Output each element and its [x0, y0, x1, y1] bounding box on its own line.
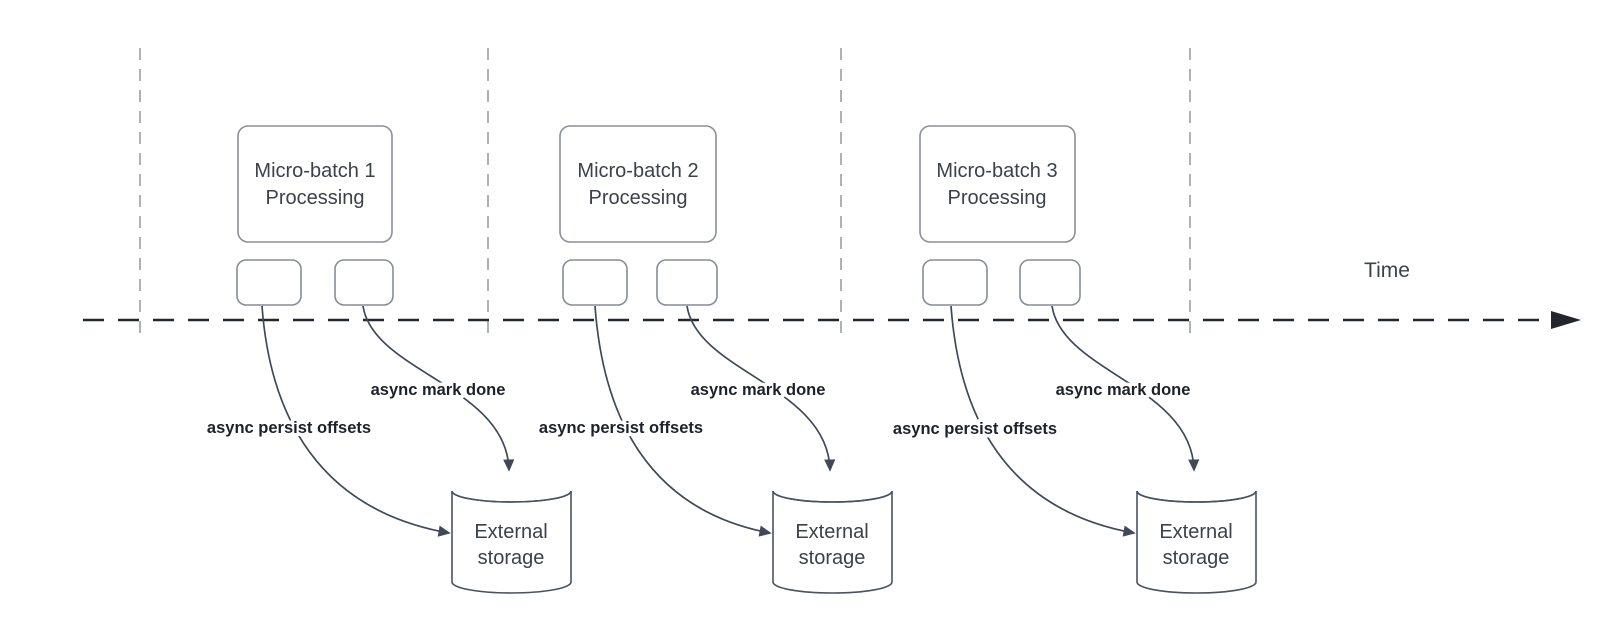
micro-batch-title-line1: Micro-batch 3: [936, 160, 1057, 182]
micro-batch-title-line2: Processing: [266, 187, 365, 209]
mark-done-arrow: [1051, 305, 1200, 472]
storage-label-line2: storage: [799, 547, 866, 569]
micro-batch-box: [237, 125, 393, 243]
time-axis: Time: [83, 259, 1581, 329]
storage-label-line1: External: [795, 521, 868, 543]
micro-batch-box: [559, 125, 717, 243]
cylinder-rim: [772, 490, 893, 503]
cylinder-rim: [451, 490, 572, 503]
external-storage-cylinder: External storage: [772, 490, 893, 594]
mark-done-arrow: [362, 305, 515, 472]
persist-offsets-label: async persist offsets: [207, 419, 371, 437]
persist-offsets-arrow: [950, 305, 1136, 537]
external-storage-cylinder: External storage: [451, 490, 572, 594]
mark-done-label: async mark done: [371, 381, 506, 399]
storage-label-line1: External: [474, 521, 547, 543]
persist-offsets-task-box: [562, 259, 628, 306]
mark-done-arrow: [686, 305, 836, 472]
persist-offsets-label: async persist offsets: [893, 420, 1057, 438]
mark-done-task-box: [334, 259, 394, 306]
external-storage-cylinder: External storage: [1136, 490, 1257, 594]
section-microbatch-3: Micro-batch 3 Processing async persist o…: [889, 125, 1257, 594]
storage-label-line2: storage: [478, 547, 545, 569]
persist-offsets-task-box: [922, 259, 988, 306]
persist-offsets-arrow: [261, 305, 451, 537]
mark-done-task-box: [656, 259, 718, 306]
storage-label-line1: External: [1159, 521, 1232, 543]
cylinder-rim: [1136, 490, 1257, 503]
micro-batch-title-line1: Micro-batch 2: [577, 160, 698, 182]
micro-batch-box: [919, 125, 1076, 243]
mark-done-label: async mark done: [1056, 381, 1191, 399]
persist-offsets-task-box: [236, 259, 302, 306]
storage-label-line2: storage: [1163, 547, 1230, 569]
section-microbatch-2: Micro-batch 2 Processing async persist o…: [535, 125, 893, 594]
persist-offsets-label: async persist offsets: [539, 419, 703, 437]
section-microbatch-1: Micro-batch 1 Processing async persist o…: [203, 125, 572, 594]
mark-done-task-box: [1019, 259, 1081, 306]
time-axis-arrowhead-icon: [1551, 311, 1581, 329]
micro-batch-title-line2: Processing: [948, 187, 1047, 209]
mark-done-label: async mark done: [691, 381, 826, 399]
micro-batch-title-line2: Processing: [589, 187, 688, 209]
time-axis-label-text: Time: [1364, 259, 1410, 282]
micro-batch-title-line1: Micro-batch 1: [254, 160, 375, 182]
persist-offsets-arrow: [594, 305, 772, 537]
